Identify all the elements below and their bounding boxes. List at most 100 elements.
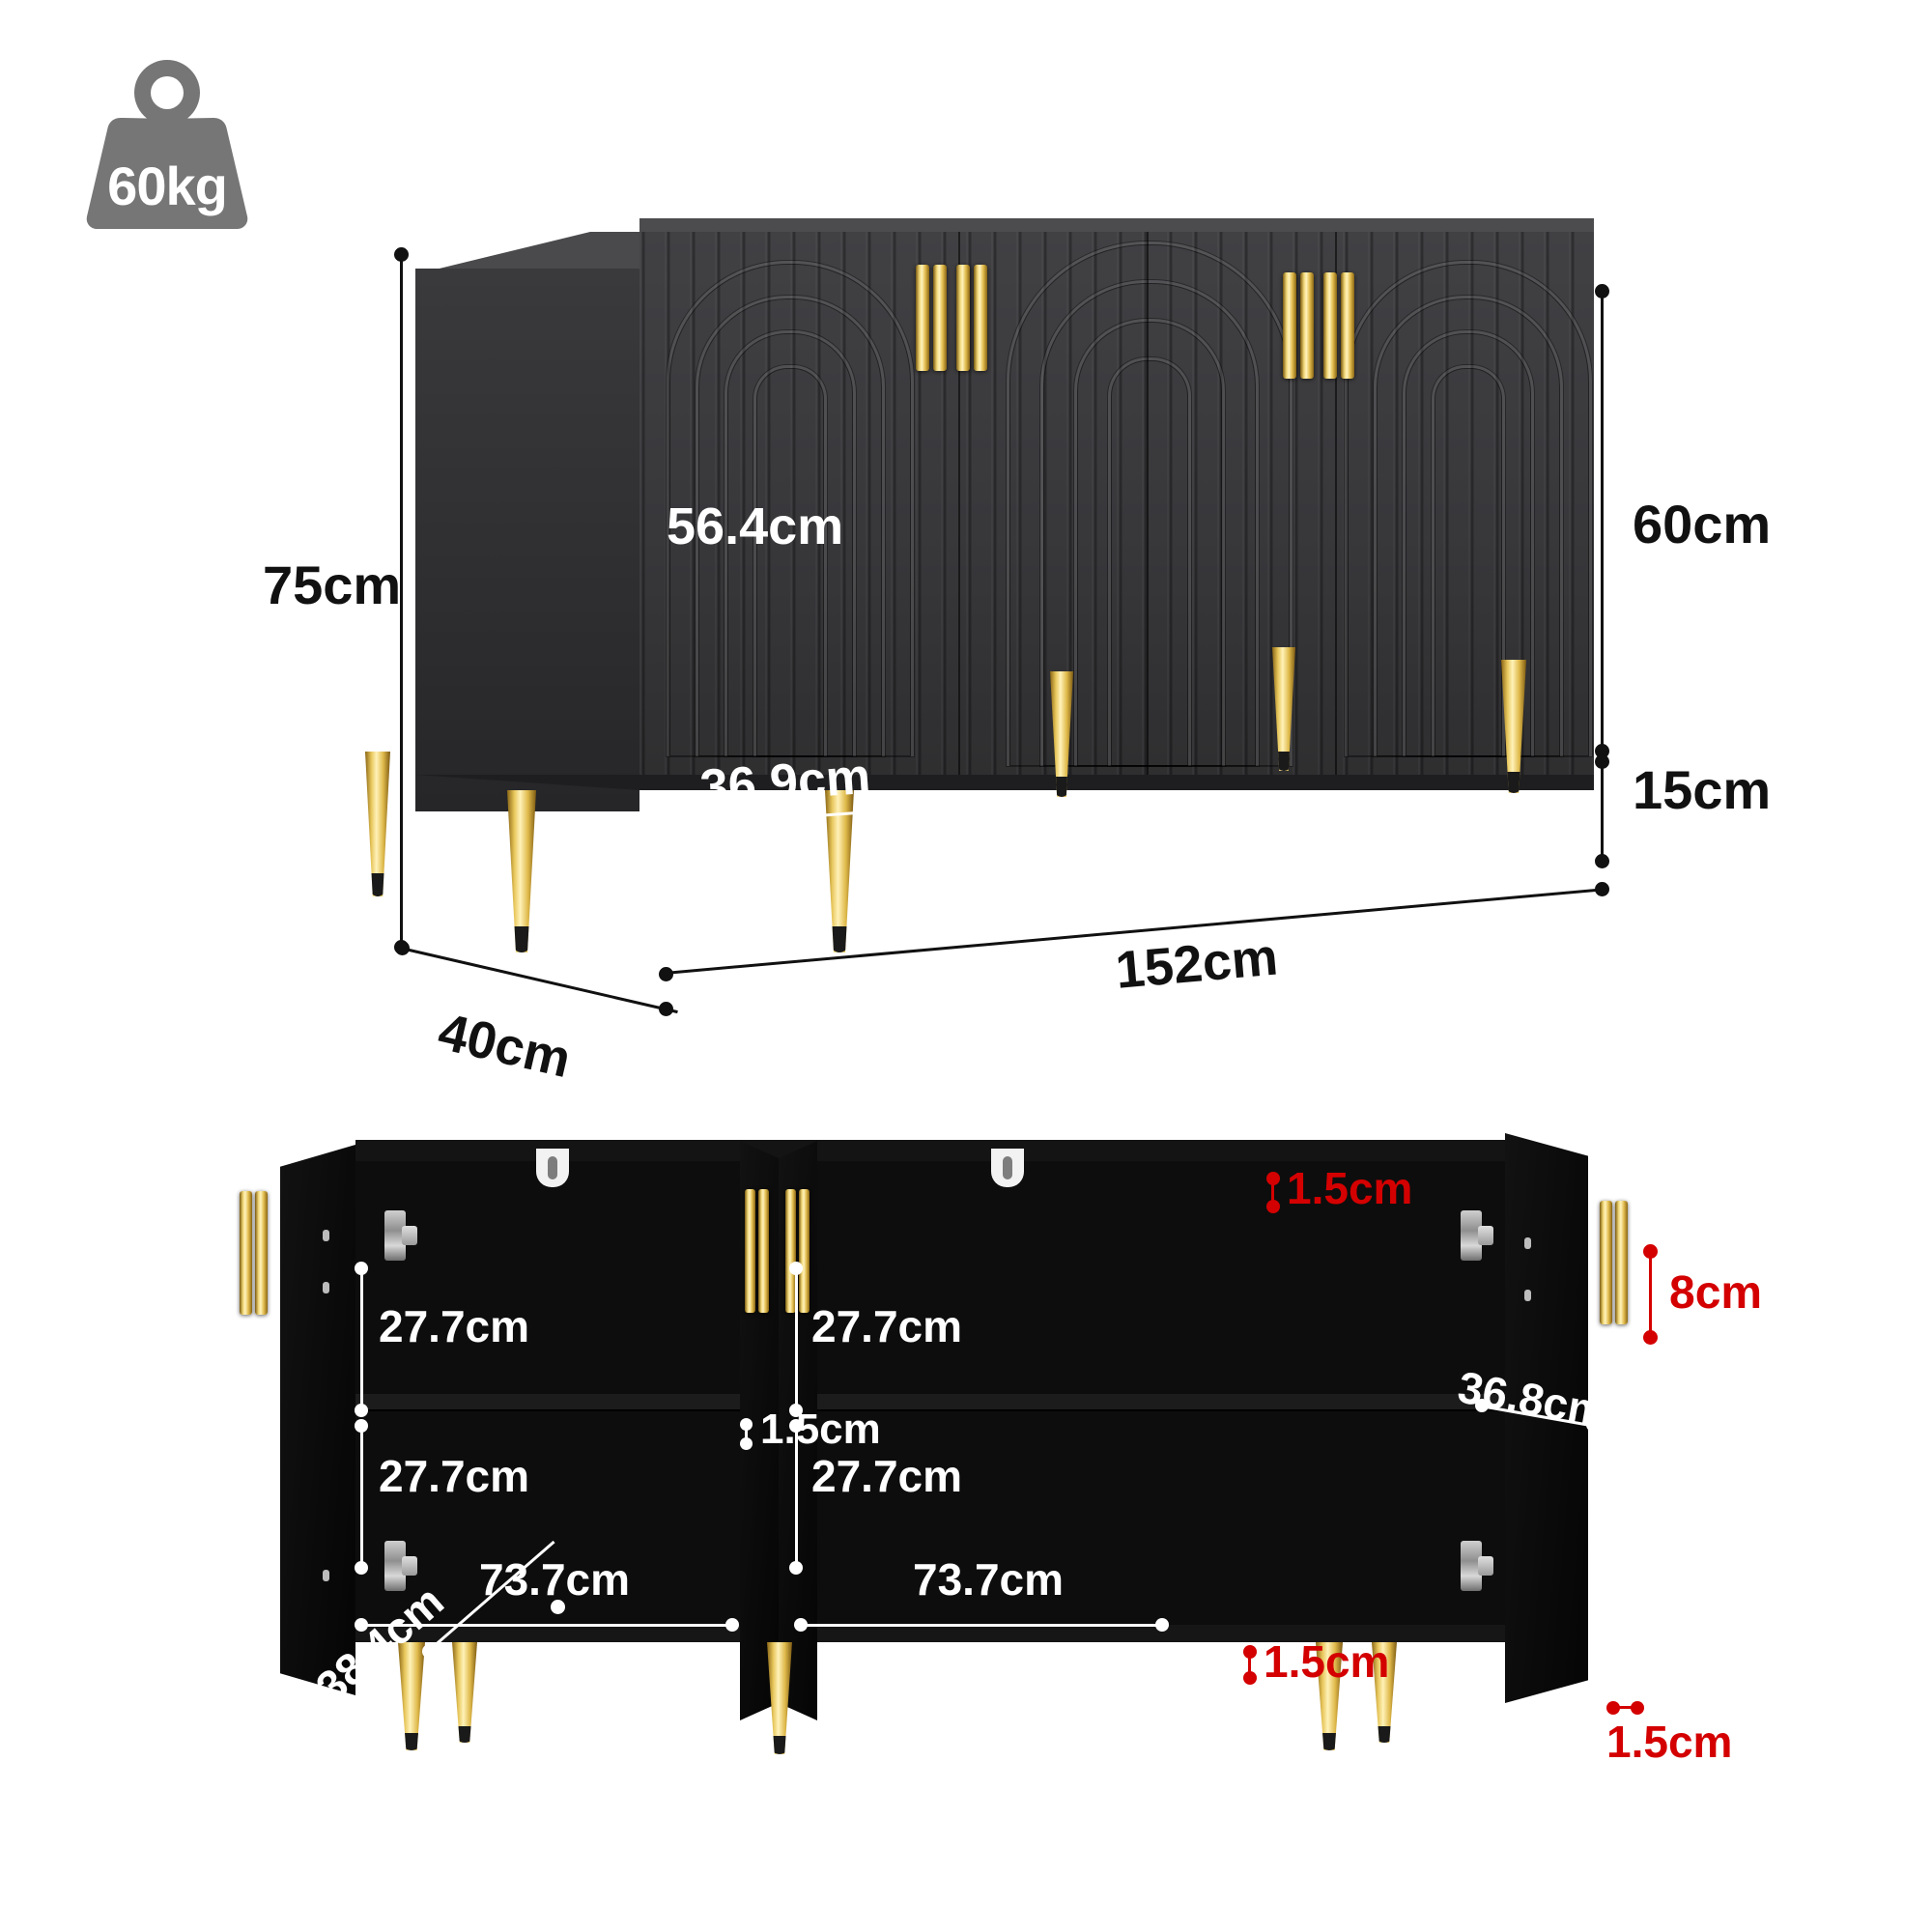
- screwhole-left-top: [323, 1230, 329, 1241]
- height-60cm-dot-top: [1595, 284, 1609, 298]
- dim-cabinet-body-height: 60cm: [1633, 494, 1772, 554]
- handle-open-center-b: [758, 1189, 769, 1313]
- dim-leg-height: 15cm: [1633, 759, 1772, 820]
- handle-height-line: [1649, 1250, 1652, 1337]
- depth-40cm-line: [400, 947, 678, 1014]
- right-lower-dot-top: [789, 1419, 803, 1433]
- height-75cm-dot-top: [394, 247, 409, 262]
- depth-40cm-dot-top: [395, 941, 410, 955]
- handle-height-dot-bottom: [1643, 1330, 1658, 1345]
- right-lower-dot-bottom: [789, 1561, 803, 1575]
- leg-front-left: [507, 790, 536, 952]
- right-width-line: [800, 1624, 1162, 1627]
- shelf-depth-dot-l: [1475, 1399, 1489, 1412]
- handle-open-right-a: [1600, 1201, 1612, 1324]
- dim-left-compartment-width: 73.7cm: [479, 1554, 631, 1605]
- dim-total-height: 75cm: [263, 554, 402, 615]
- handle-open-center-d: [799, 1189, 810, 1313]
- cabinet-bottom-edge: [415, 775, 1594, 790]
- shelf-thickness-dot-bottom: [740, 1437, 753, 1450]
- hinge-left-top: [384, 1210, 417, 1261]
- left-lower-height-line: [360, 1425, 363, 1568]
- handle-open-left-a: [240, 1191, 252, 1315]
- dim-door-width: 36.9cm: [697, 748, 872, 816]
- handle-open-center-c: [785, 1189, 796, 1313]
- height-15cm-line: [1601, 760, 1604, 861]
- left-upper-height-line: [360, 1267, 363, 1410]
- hinge-right-top: [1461, 1210, 1493, 1261]
- hinge-right-bottom: [1461, 1541, 1493, 1591]
- door-open-left: [280, 1145, 355, 1695]
- dim-handle-height: 8cm: [1669, 1267, 1763, 1319]
- hinge-left-bottom: [384, 1541, 417, 1591]
- shelf-depth-dot-r: [1586, 1418, 1600, 1432]
- right-upper-height-line: [795, 1267, 798, 1410]
- dim-bottom-panel-thickness: 1.5cm: [1264, 1636, 1390, 1687]
- side-panel-thickness-dot-r: [1631, 1701, 1644, 1715]
- screwhole-right-top: [1524, 1237, 1531, 1249]
- left-width-dot-l: [355, 1618, 368, 1632]
- leg-open-left-b: [452, 1642, 477, 1743]
- left-width-line: [360, 1624, 732, 1627]
- width-152cm-dot-right: [1595, 882, 1609, 896]
- handle-open-left-b: [255, 1191, 268, 1315]
- interior-depth-dot-t: [551, 1600, 565, 1614]
- leg-back-left: [365, 752, 390, 896]
- depth-40cm-dot-bottom: [659, 1002, 673, 1016]
- screwhole-right-bottom: [1524, 1290, 1531, 1301]
- right-lower-height-line: [795, 1425, 798, 1568]
- handle-open-right-b: [1615, 1201, 1628, 1324]
- bottom-panel-thickness-dot-bottom: [1243, 1671, 1257, 1685]
- height-60cm-line: [1601, 290, 1604, 751]
- left-upper-dot-bottom: [355, 1404, 368, 1417]
- wall-mount-left: [536, 1149, 569, 1187]
- dim-shelf-thickness: 1.5cm: [760, 1406, 881, 1453]
- shelf-right: [817, 1394, 1505, 1409]
- dim-total-width: 152cm: [1113, 927, 1281, 1000]
- height-15cm-dot-bottom: [1595, 854, 1609, 868]
- weight-capacity-label: 60kg: [107, 156, 228, 216]
- dim-right-upper-compartment: 27.7cm: [811, 1301, 963, 1351]
- right-upper-dot-top: [789, 1262, 803, 1275]
- dim-top-panel-thickness: 1.5cm: [1287, 1163, 1413, 1213]
- bottom-panel-thickness-line: [1248, 1652, 1251, 1674]
- handle-open-center-a: [745, 1189, 755, 1313]
- door-width-dot-left: [639, 823, 652, 836]
- cabinet-left-side-panel: [415, 269, 639, 811]
- dim-right-lower-compartment: 27.7cm: [811, 1451, 963, 1501]
- height-75cm-line: [400, 253, 403, 947]
- bottom-panel-right: [817, 1625, 1505, 1642]
- right-width-dot-l: [794, 1618, 808, 1632]
- top-panel-right: [817, 1140, 1505, 1161]
- screwhole-left-lower: [323, 1570, 329, 1581]
- top-panel-thickness-dot-bottom: [1266, 1200, 1280, 1213]
- door-width-dot-right: [967, 799, 980, 811]
- right-width-dot-r: [1155, 1618, 1169, 1632]
- cabinet-front-doors: [639, 232, 1594, 775]
- left-lower-dot-top: [355, 1419, 368, 1433]
- right-upper-dot-bottom: [789, 1404, 803, 1417]
- left-upper-dot-top: [355, 1262, 368, 1275]
- handle-height-dot-top: [1643, 1244, 1658, 1259]
- left-lower-dot-bottom: [355, 1561, 368, 1575]
- dim-door-height: 56.4cm: [667, 497, 844, 555]
- side-panel-thickness-line: [1613, 1706, 1634, 1709]
- width-152cm-dot-left: [659, 967, 673, 981]
- dim-left-upper-compartment: 27.7cm: [379, 1301, 530, 1351]
- sideboard-body: [365, 218, 1594, 952]
- dim-side-panel-thickness: 1.5cm: [1606, 1717, 1733, 1767]
- weight-capacity-badge: 60kg: [75, 50, 259, 234]
- shelf-thickness-line: [745, 1424, 748, 1439]
- leg-open-center: [767, 1642, 792, 1754]
- cabinet-front-top-edge: [639, 218, 1594, 234]
- leg-open-left-a: [398, 1642, 425, 1750]
- dim-total-depth: 40cm: [433, 1002, 577, 1090]
- top-panel-thickness-line: [1271, 1179, 1274, 1203]
- dim-right-compartment-width: 73.7cm: [913, 1554, 1065, 1605]
- screwhole-left-bottom: [323, 1282, 329, 1293]
- left-width-dot-r: [725, 1618, 739, 1632]
- height-15cm-dot-top: [1595, 754, 1609, 769]
- interior-right: [817, 1161, 1505, 1625]
- dim-left-lower-compartment: 27.7cm: [379, 1451, 530, 1501]
- wall-mount-right: [991, 1149, 1024, 1187]
